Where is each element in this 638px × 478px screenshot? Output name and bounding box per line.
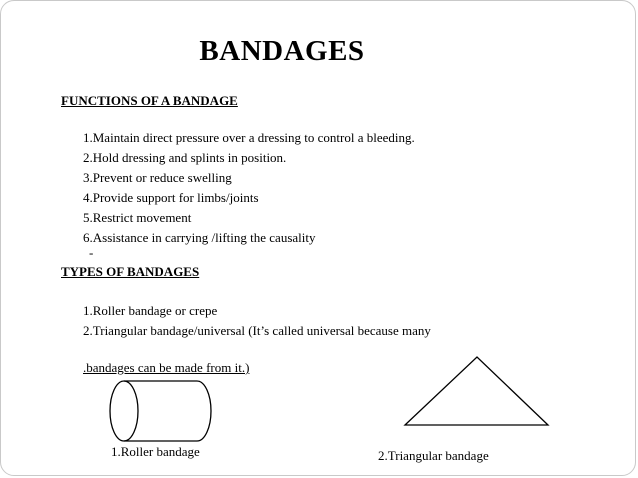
list-item: 2.Hold dressing and splints in position. xyxy=(83,150,287,165)
roller-bandage-drawing xyxy=(109,380,212,442)
types-heading: TYPES OF BANDAGES xyxy=(61,264,200,279)
list-item: 5.Restrict movement xyxy=(83,210,192,225)
functions-list: 1.Maintain direct pressure over a dressi… xyxy=(83,128,415,248)
list-item: 6.Assistance in carrying /lifting the ca… xyxy=(83,230,316,245)
stray-dash: - xyxy=(89,245,94,260)
slide-title: BANDAGES xyxy=(199,35,365,67)
types-list: 1.Roller bandage or crepe 2.Triangular b… xyxy=(83,301,431,341)
list-item: 1.Roller bandage or crepe xyxy=(83,303,218,318)
functions-heading: FUNCTIONS OF A BANDAGE xyxy=(61,93,238,108)
triangular-bandage-caption: 2.Triangular bandage xyxy=(378,448,489,463)
roller-bandage-caption: 1.Roller bandage xyxy=(111,444,200,459)
triangular-bandage-drawing xyxy=(403,356,550,426)
list-item: 3.Prevent or reduce swelling xyxy=(83,170,232,185)
list-item: 1.Maintain direct pressure over a dressi… xyxy=(83,130,415,145)
list-item: 2.Triangular bandage/universal (It’s cal… xyxy=(83,323,431,338)
list-item: 4.Provide support for limbs/joints xyxy=(83,190,259,205)
types-continuation: .bandages can be made from it.) xyxy=(83,360,250,375)
